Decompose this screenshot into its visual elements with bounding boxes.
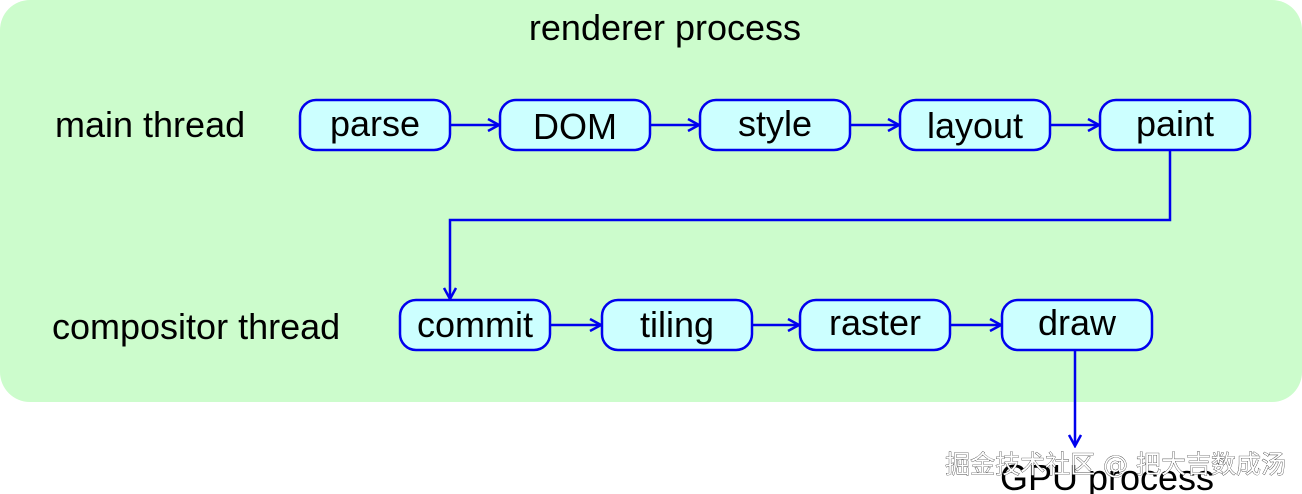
main-node-label: paint	[1136, 103, 1214, 144]
main-node-label: layout	[927, 105, 1023, 146]
compositor-node-raster: raster	[798, 298, 952, 352]
main-thread-label: main thread	[55, 104, 245, 145]
compositor-node-draw: draw	[1000, 298, 1154, 352]
compositor-node-commit: commit	[398, 298, 552, 352]
compositor-node-label: tiling	[640, 304, 714, 345]
main-node-style: style	[698, 98, 852, 152]
arrow-paint-to-commit	[450, 150, 1172, 299]
main-node-label: style	[738, 103, 812, 144]
renderer-process-title: renderer process	[529, 7, 801, 48]
main-node-parse: parse	[298, 98, 452, 152]
gpu-process-label: GPU process	[1000, 457, 1214, 494]
watermark-text: 掘金技术社区 @ 把大吉数成汤	[945, 450, 1286, 479]
compositor-node-tiling: tiling	[600, 298, 754, 352]
main-node-layout: layout	[898, 98, 1052, 152]
main-node-label: DOM	[533, 106, 617, 147]
main-node-label: parse	[330, 103, 420, 144]
main-node-dom: DOM	[498, 98, 652, 152]
compositor-thread-label: compositor thread	[52, 306, 340, 347]
main-node-paint: paint	[1098, 98, 1252, 152]
compositor-node-label: raster	[829, 302, 921, 343]
compositor-node-label: commit	[417, 304, 533, 345]
compositor-node-label: draw	[1038, 302, 1117, 343]
